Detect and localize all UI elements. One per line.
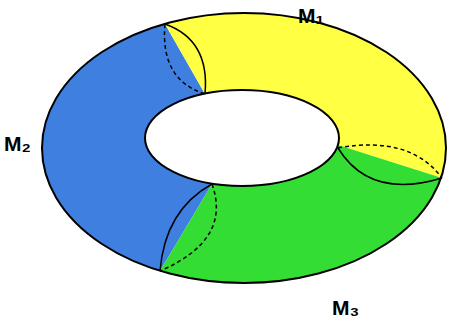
seam-solid xyxy=(338,148,442,185)
seam-dashed xyxy=(165,24,206,94)
inner-hole xyxy=(145,90,339,186)
seam-dashed xyxy=(160,184,216,271)
region-m3 xyxy=(42,13,446,283)
outer-outline xyxy=(42,13,446,283)
seam-solid xyxy=(165,24,206,94)
seam-dashed xyxy=(338,145,442,178)
part-label: M₁ xyxy=(298,4,324,27)
part-label: M₂ xyxy=(4,132,31,155)
region-m1 xyxy=(42,13,446,283)
region-m2 xyxy=(42,13,446,283)
seam-solid xyxy=(160,184,212,271)
part-label: M₃ xyxy=(332,296,359,319)
